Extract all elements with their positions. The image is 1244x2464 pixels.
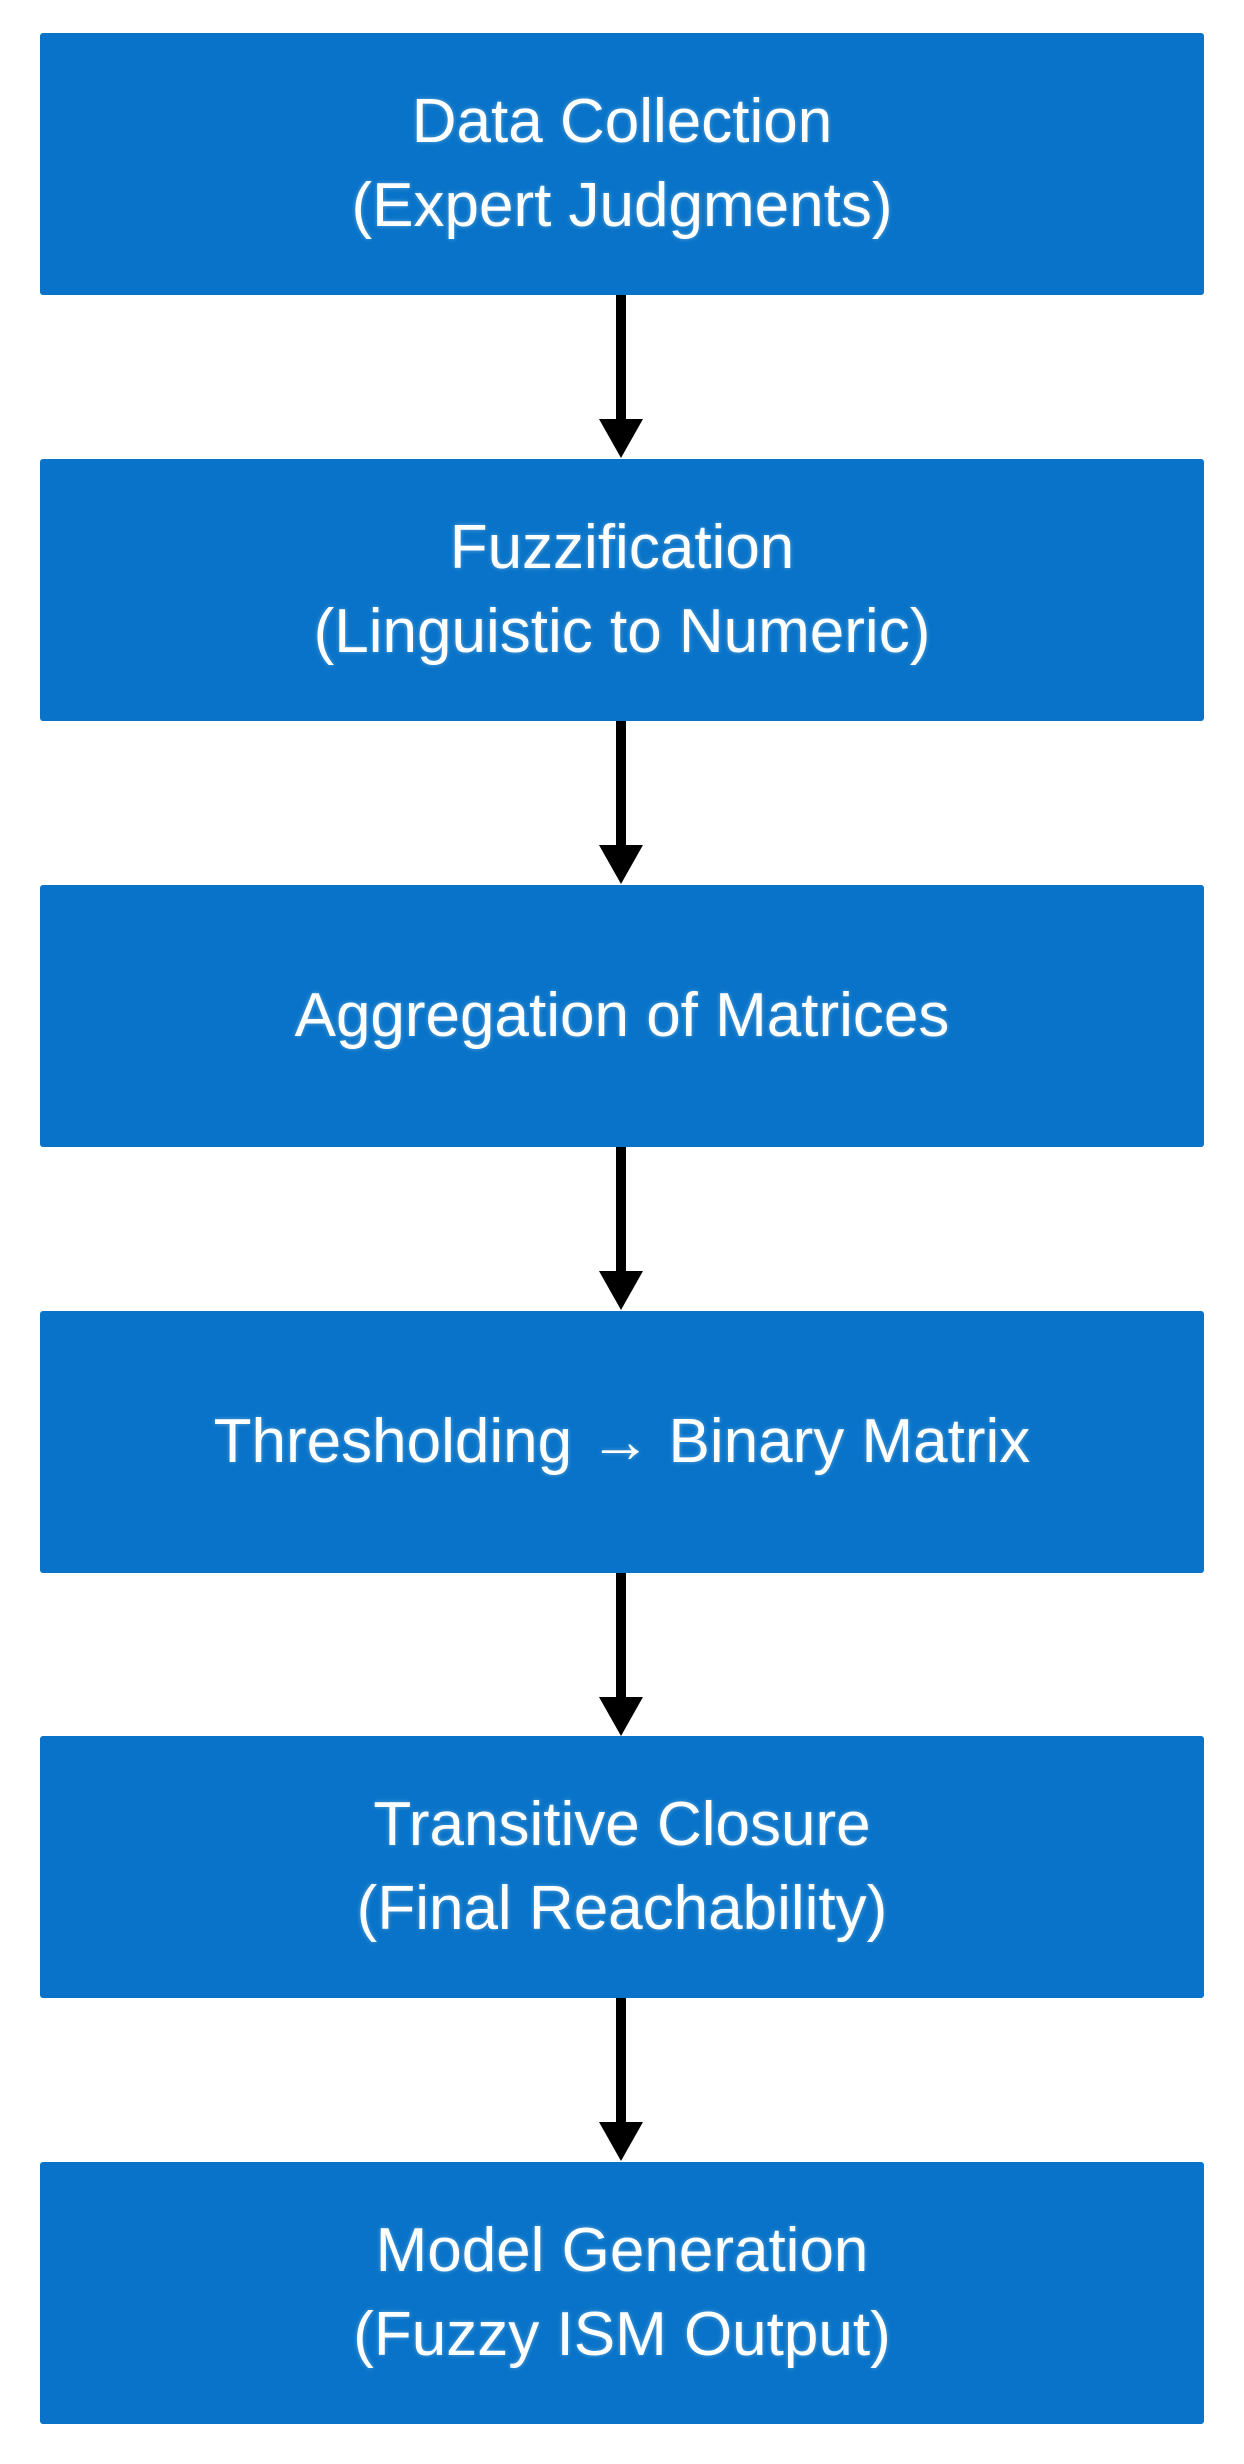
- arrow-line: [616, 1573, 626, 1701]
- step-line-1: Thresholding → Binary Matrix: [213, 1407, 1031, 1476]
- arrow-head: [599, 1271, 643, 1310]
- step-line-1: Aggregation of Matrices: [294, 981, 950, 1050]
- arrow-head: [599, 419, 643, 458]
- step-box-transitive-closure: Transitive Closure (Final Reachability): [40, 1736, 1204, 1998]
- step-box-model-generation: Model Generation (Fuzzy ISM Output): [40, 2162, 1204, 2424]
- step-line-1: Transitive Closure: [373, 1790, 871, 1859]
- step-box-thresholding: Thresholding → Binary Matrix: [40, 1311, 1204, 1573]
- arrow-head: [599, 2122, 643, 2161]
- down-arrow-icon: [599, 295, 643, 458]
- step-box-fuzzification: Fuzzification (Linguistic to Numeric): [40, 459, 1204, 721]
- down-arrow-icon: [599, 1147, 643, 1310]
- arrow-line: [616, 295, 626, 423]
- step-line-1: Model Generation: [375, 2216, 869, 2285]
- arrow-line: [616, 721, 626, 849]
- arrow-line: [616, 1147, 626, 1275]
- step-line-2: (Final Reachability): [356, 1874, 888, 1943]
- arrow-head: [599, 1697, 643, 1736]
- step-line-2: (Fuzzy ISM Output): [353, 2300, 891, 2369]
- step-line-1: Data Collection: [411, 87, 833, 156]
- down-arrow-icon: [599, 721, 643, 884]
- arrow-line: [616, 1998, 626, 2126]
- step-line-2: (Linguistic to Numeric): [313, 597, 931, 666]
- step-box-data-collection: Data Collection (Expert Judgments): [40, 33, 1204, 295]
- step-line-1: Fuzzification: [449, 513, 795, 582]
- step-line-2: (Expert Judgments): [351, 171, 893, 240]
- step-box-aggregation: Aggregation of Matrices: [40, 885, 1204, 1147]
- arrow-head: [599, 845, 643, 884]
- down-arrow-icon: [599, 1573, 643, 1736]
- down-arrow-icon: [599, 1998, 643, 2161]
